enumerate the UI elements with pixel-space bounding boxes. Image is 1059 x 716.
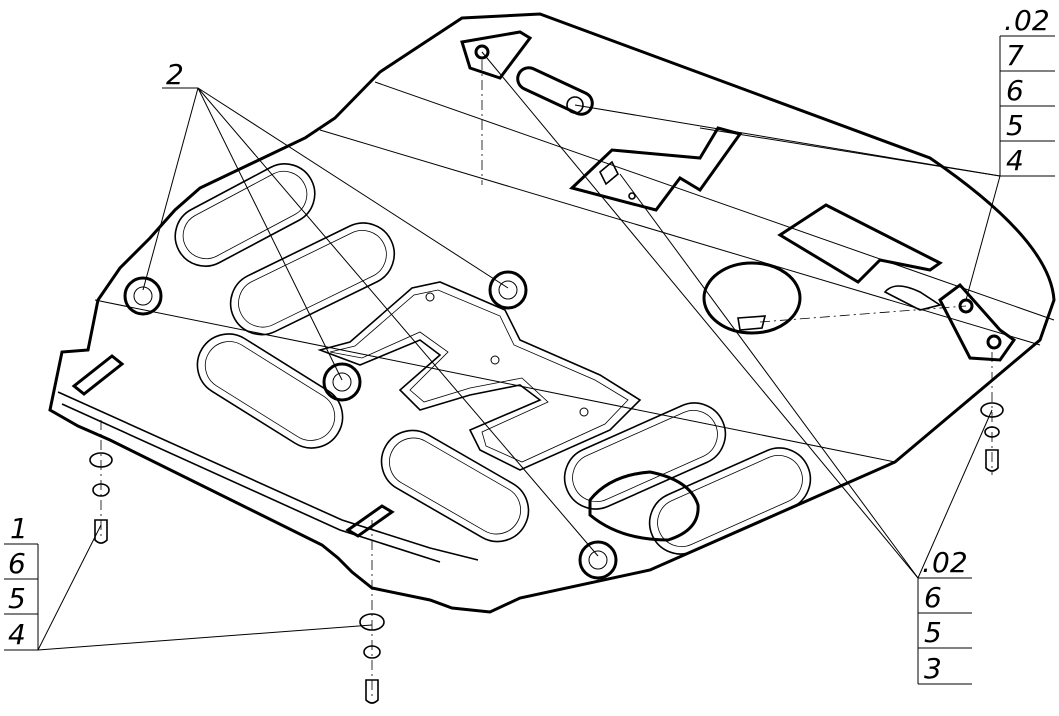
rib-6-inner	[657, 455, 803, 547]
center-serpentine-rib	[317, 281, 642, 471]
bl-label-2: 6	[8, 547, 26, 580]
plate-outline	[48, 12, 1056, 614]
rib-4	[380, 429, 530, 543]
leader-2-b	[197, 87, 509, 289]
hatch-clip	[737, 315, 767, 331]
tr-label-1: 02	[1014, 4, 1050, 37]
leader-tr-c	[965, 175, 1001, 301]
leader-tr-b	[699, 127, 1001, 177]
rib-pilot-hole-1	[425, 292, 435, 302]
br-label-2: 6	[924, 581, 942, 614]
bend-line-1	[374, 81, 1055, 321]
clip-rear	[599, 160, 619, 186]
rib-2	[229, 222, 396, 336]
washer-front	[359, 613, 385, 631]
rib-5-inner	[572, 410, 718, 502]
clip-hole	[628, 192, 636, 200]
plate-fasteners	[71, 44, 1002, 580]
grommet-front-core	[588, 550, 608, 570]
bl-label-3: 5	[8, 582, 26, 615]
br-label-3: 5	[924, 616, 942, 649]
leader-lines	[37, 51, 1001, 651]
hardware-left	[89, 420, 113, 544]
callout-2: 2	[166, 58, 184, 91]
bolt-right-2	[986, 334, 1002, 350]
callout-table-bottom-left: 1 6 5 4	[4, 512, 39, 651]
right-bracket	[938, 282, 1017, 362]
br-label-1: 02	[932, 546, 968, 579]
bolt-left	[94, 519, 108, 544]
tr-label-3: 6	[1006, 74, 1024, 107]
callout-2-label: 2	[166, 58, 184, 91]
plate-openings	[460, 30, 1017, 542]
grommet-upper-mid-core	[498, 280, 518, 300]
grommet-front	[578, 540, 618, 580]
rib-4-inner	[389, 437, 521, 535]
right-bracket-slot	[883, 285, 942, 311]
grommet-left-core	[133, 286, 153, 306]
rib-1	[174, 163, 316, 267]
rib-2-inner	[238, 230, 387, 328]
tab-front	[345, 504, 395, 538]
center-serpentine-rib-inner	[329, 289, 629, 463]
lockwasher-front	[363, 645, 381, 659]
front-flange	[57, 391, 479, 563]
leader-bl-a	[37, 524, 102, 651]
slot-opening	[516, 66, 594, 116]
rear-bracket	[569, 126, 743, 212]
bolt-top	[474, 44, 490, 60]
br-label-4: 3	[924, 652, 942, 685]
leader-2-c	[197, 87, 343, 381]
drain-opening	[588, 470, 700, 542]
leader-2-d	[197, 87, 599, 557]
leader-br-c	[619, 173, 919, 579]
rib-pilot-hole-3	[579, 407, 589, 417]
rib-3-inner	[204, 341, 336, 441]
tr-label-4: 5	[1006, 109, 1024, 142]
bend-line-3	[94, 299, 896, 463]
clip-ring	[566, 96, 584, 114]
bolt-front	[365, 679, 379, 704]
top-bracket	[460, 30, 533, 80]
callout-table-bottom-right: . 02 6 5 3	[917, 546, 972, 685]
oil-filter-hatch	[702, 261, 802, 335]
rib-1-inner	[182, 170, 308, 260]
bend-line-2	[319, 129, 1041, 346]
leader-2-a	[142, 87, 199, 291]
leader-br-a	[481, 51, 919, 579]
hardware-right	[980, 352, 1004, 475]
leader-bl-b	[37, 624, 373, 651]
skid-plate	[48, 12, 1056, 614]
leader-br-b	[917, 409, 993, 579]
washer-right	[980, 402, 1004, 418]
hardware-front	[359, 520, 385, 704]
grommet-center-core	[332, 372, 352, 392]
grommet-left	[123, 276, 163, 316]
rib-6	[648, 447, 812, 555]
br-prefix: .	[922, 546, 931, 579]
grommet-upper-mid	[488, 270, 528, 310]
tr-label-2: 7	[1006, 39, 1024, 72]
rear-cutout	[777, 203, 943, 284]
rib-5	[563, 402, 727, 510]
lockwasher-right	[984, 426, 1000, 438]
callout-table-top-right: . 02 7 6 5 4	[999, 4, 1055, 177]
washer-left	[89, 452, 113, 468]
tr-label-5: 4	[1006, 144, 1024, 177]
grommet-center	[322, 362, 362, 402]
tab-left	[71, 354, 125, 396]
rib-pilot-hole-2	[490, 355, 500, 365]
bolt-right	[985, 449, 999, 472]
bl-label-4: 4	[8, 618, 26, 651]
lockwasher-left	[92, 483, 110, 497]
tr-prefix: .	[1004, 4, 1013, 37]
stiffening-ribs	[174, 163, 812, 555]
rib-3	[196, 333, 344, 449]
centerline-right	[759, 305, 967, 323]
bl-label-1: 1	[10, 512, 28, 545]
